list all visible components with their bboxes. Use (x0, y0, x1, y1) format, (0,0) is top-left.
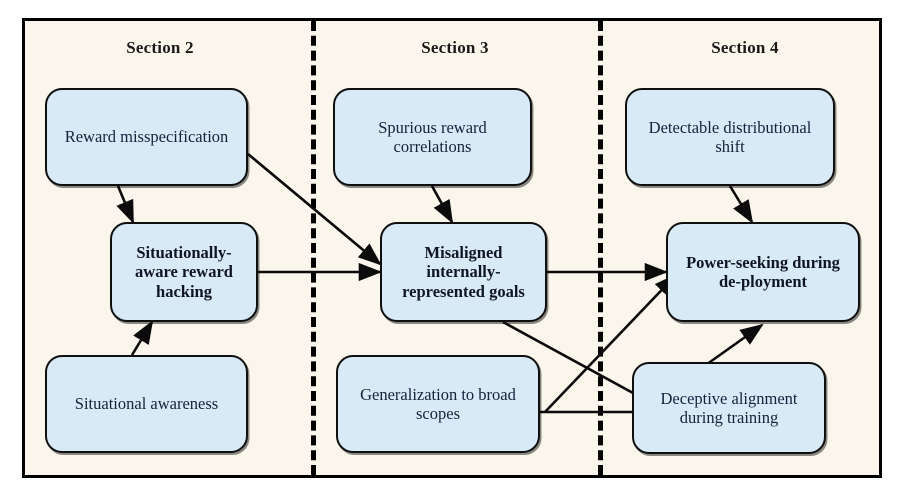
node-misaligned-internally-represented-goals[interactable]: Misaligned internally-represented goals (380, 222, 547, 322)
node-label: Misaligned internally-represented goals (402, 242, 525, 301)
node-label: Situational awareness (74, 394, 219, 414)
section-divider-1 (311, 21, 316, 475)
node-detectable-distributional-shift[interactable]: Detectable distributional shift (625, 88, 835, 186)
node-generalization-to-broad-scopes[interactable]: Generalization to broad scopes (336, 355, 540, 453)
section-title-2: Section 2 (126, 38, 194, 57)
node-reward-misspecification[interactable]: Reward misspecification (45, 88, 248, 186)
node-label: Power-seeking during de-ployment (686, 252, 840, 291)
node-deceptive-alignment-during-training[interactable]: Deceptive alignment during training (632, 362, 826, 454)
node-label: Detectable distributional shift (648, 117, 812, 156)
node-label: Generalization to broad scopes (360, 384, 516, 423)
node-label: Spurious reward correlations (378, 117, 487, 156)
section-title-4: Section 4 (711, 38, 779, 57)
node-situational-awareness[interactable]: Situational awareness (45, 355, 248, 453)
section-divider-2 (598, 21, 603, 475)
node-situationally-aware-reward-hacking[interactable]: Situationally-aware reward hacking (110, 222, 258, 322)
node-spurious-reward-correlations[interactable]: Spurious reward correlations (333, 88, 532, 186)
node-label: Situationally-aware reward hacking (135, 242, 233, 301)
node-power-seeking-during-deployment[interactable]: Power-seeking during de-ployment (666, 222, 860, 322)
node-label: Deceptive alignment during training (660, 388, 798, 427)
node-label: Reward misspecification (64, 127, 229, 147)
section-title-3: Section 3 (421, 38, 489, 57)
